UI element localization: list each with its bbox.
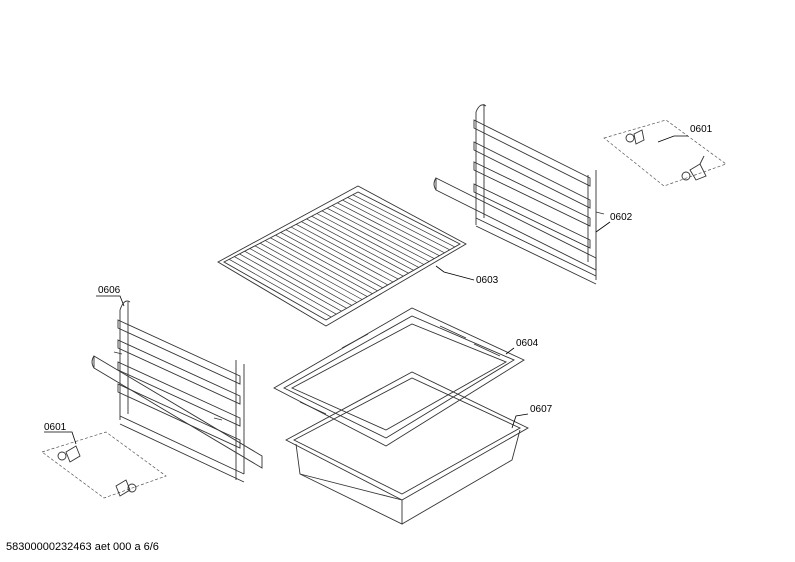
grid-wire	[244, 250, 347, 309]
grid-wire	[306, 218, 409, 274]
wire-grid-shelf	[217, 185, 467, 327]
leader-lines	[44, 135, 688, 445]
grid-wire	[296, 223, 399, 280]
grid-wire	[249, 248, 352, 306]
left-side-rack	[91, 300, 263, 483]
grid-wire	[239, 253, 342, 312]
grid-wire	[316, 213, 419, 268]
grid-wire	[352, 194, 455, 248]
fastener-kit-left	[41, 431, 167, 499]
grid-wire	[259, 242, 363, 300]
grid-wire	[275, 234, 378, 292]
grid-wire	[229, 258, 332, 318]
grid-wire	[254, 245, 358, 303]
grid-wire	[270, 237, 373, 295]
deep-pan	[285, 371, 529, 525]
grid-wire	[347, 197, 450, 251]
label-0604: 0604	[516, 338, 539, 349]
grid-wire	[311, 215, 414, 271]
baking-tray	[273, 307, 525, 447]
grid-wire	[301, 221, 404, 277]
grid-wire	[342, 199, 445, 254]
grid-wire	[332, 205, 435, 259]
label-0601-left: 0601	[44, 422, 67, 433]
grid-wire	[290, 226, 394, 283]
grid-wire	[321, 210, 425, 265]
grid-wire	[280, 232, 383, 289]
grid-wire	[234, 256, 337, 315]
grid-wire	[285, 229, 388, 286]
grid-wire	[326, 207, 430, 262]
label-0602: 0602	[610, 212, 633, 223]
label-0603: 0603	[476, 275, 499, 286]
label-0601-top: 0601	[690, 124, 713, 135]
right-side-rack	[433, 104, 605, 285]
document-footer: 58300000232463 aet 000 a 6/6	[6, 541, 159, 553]
fastener-kit-top	[603, 119, 727, 187]
label-0607: 0607	[530, 404, 553, 415]
grid-wire	[265, 240, 368, 297]
grid-wire	[337, 202, 440, 257]
label-0606: 0606	[98, 285, 121, 296]
